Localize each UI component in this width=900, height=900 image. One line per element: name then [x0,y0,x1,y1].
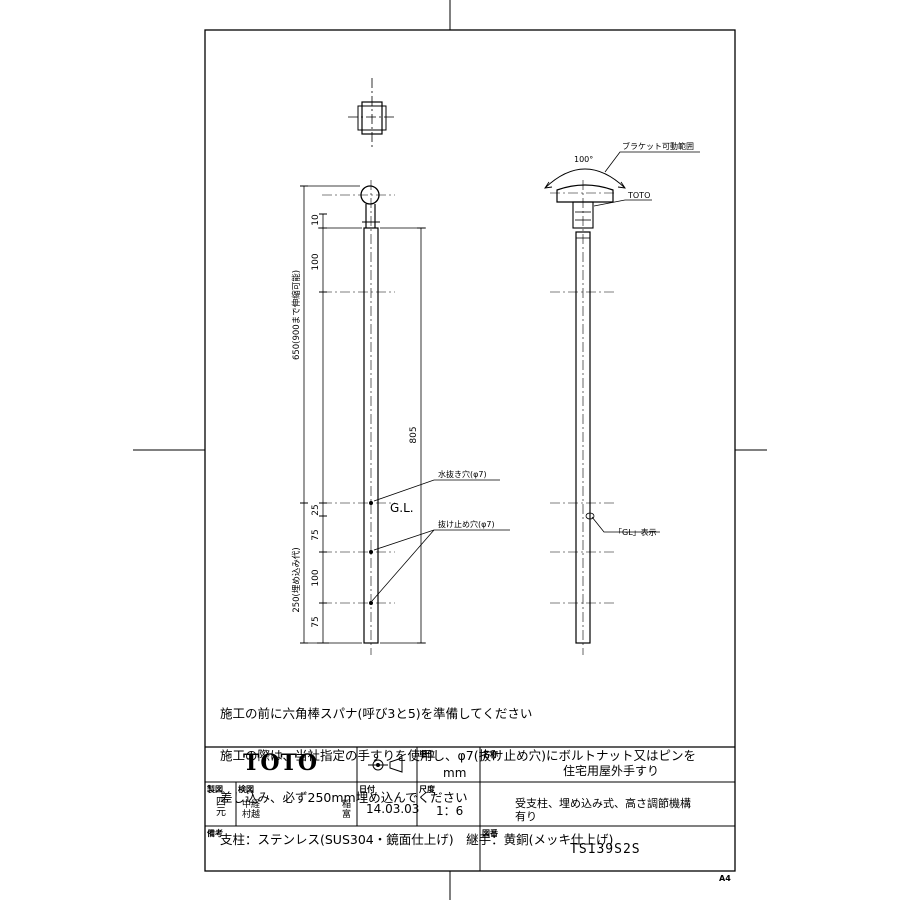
maker-callout: TOTO [627,191,650,200]
checked-label: 検図 [238,785,254,794]
note-line: 施工の前に六角棒スパナ(呼び3と5)を準備してください [220,706,533,721]
drafted-value: 四元 [216,797,226,818]
unit-label: 単位 [419,750,435,759]
dim-25: 25 [311,504,321,515]
dimension-labels: 10 100 650(900まで伸縮可能) 25 75 100 250(埋め込み… [291,214,419,628]
toto-logo: TOTO [243,750,319,776]
drawing-number-label: 図番 [482,829,498,838]
gl-mark-callout: 「GL」表示 [614,527,657,537]
projection-symbol [368,757,403,773]
centering-marks [133,0,767,900]
description-line-1: 受支柱、埋め込み式、高さ調節機構 [515,797,691,810]
front-view [322,180,395,655]
dim-100-lower: 100 [311,569,321,586]
title-block-grid [205,746,735,871]
callout-leaders-left [371,479,510,602]
bracket-range-callout: ブラケット可動範囲 [622,141,694,151]
angle-label: 100° [574,155,593,164]
dim-650: 650(900まで伸縮可能) [291,270,302,360]
drafted-label: 製図 [207,785,223,794]
dim-100-upper: 100 [311,253,321,270]
dim-75-lower: 75 [311,616,321,627]
remarks-label: 備考 [207,829,223,838]
scale-value: 1：6 [436,804,464,818]
unit-value: mm [443,766,467,780]
drain-hole-callout: 水抜き穴(φ7) [438,469,487,479]
plan-view [348,78,396,150]
approved-value-2: 富 [342,810,352,820]
note-line: 施工の際は、当社指定の手すりを使用し、φ7(抜け止め穴)にボルトナット又はピンを [220,748,696,763]
drawing-number: TS139S2S [570,842,641,857]
drawing-frame [204,29,736,872]
sheet-size: A4 [719,874,731,883]
dim-10: 10 [311,214,321,226]
checked-value-2: 村越 [242,810,261,820]
approved-value-1: 稲 [342,800,352,810]
product-name: 住宅用屋外手すり [563,764,660,778]
callout-leaders-right [591,151,700,533]
dimension-lines [300,185,426,644]
dim-75-upper: 75 [311,529,321,540]
date-value: 14.03.03 [366,802,420,816]
side-view [544,168,626,655]
scale-label: 尺度 [419,785,435,794]
dim-805: 805 [409,426,419,443]
note-line: 差し込み、必ず250mm埋め込んでください [220,790,468,805]
gl-label: G.L. [390,501,414,515]
date-label: 日付 [359,785,375,794]
name-label: 名称 [482,750,498,759]
note-line: 支柱：ステンレス(SUS304・鏡面仕上げ) 継手：黄銅(メッキ仕上げ) [220,832,614,847]
checked-value-1: 中経 [242,800,261,810]
construction-notes: 施工の前に六角棒スパナ(呼び3と5)を準備してください 施工の際は、当社指定の手… [220,679,740,861]
description-line-2: 有り [515,810,537,823]
dim-250: 250(埋め込み代) [291,547,302,612]
stop-hole-callout: 抜け止め穴(φ7) [438,519,495,529]
